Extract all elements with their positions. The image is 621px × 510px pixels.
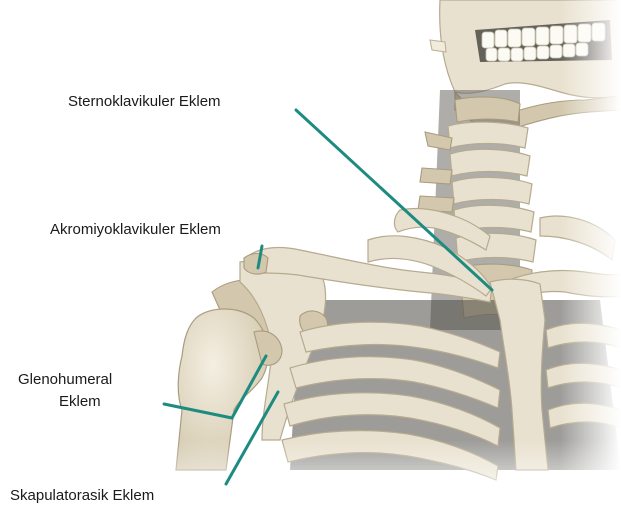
glenohumeral-label-line2: Eklem xyxy=(59,392,101,411)
acromioclavicular-label: Akromiyoklavikuler Eklem xyxy=(50,220,221,239)
sternoclavicular-label: Sternoklavikuler Eklem xyxy=(68,92,221,111)
glenohumeral-label-line1: Glenohumeral xyxy=(18,370,112,389)
scapulothoracic-label: Skapulatorasik Eklem xyxy=(10,486,154,505)
